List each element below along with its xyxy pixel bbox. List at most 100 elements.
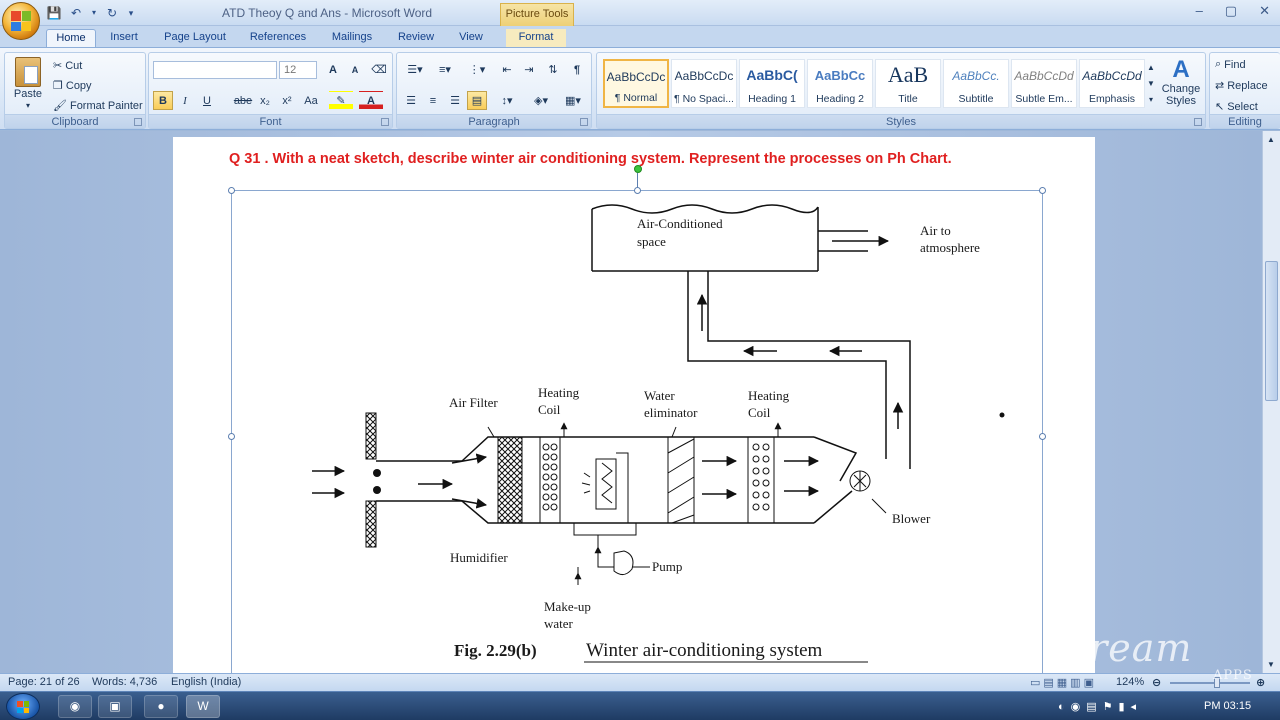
undo-icon[interactable]: ↶ bbox=[70, 6, 82, 20]
style-subtle-emphasis[interactable]: AaBbCcDd Subtle Em... bbox=[1011, 59, 1077, 108]
resize-handle-n[interactable] bbox=[634, 187, 641, 194]
maximize-button[interactable]: ▢ bbox=[1224, 3, 1238, 18]
windows-logo-icon bbox=[17, 701, 29, 713]
replace-button[interactable]: ⇄Replace bbox=[1215, 79, 1268, 93]
file-explorer-icon[interactable]: ▣ bbox=[98, 695, 132, 718]
view-buttons-icon[interactable]: ▭▤▦▥▣ bbox=[1030, 677, 1097, 689]
office-button[interactable] bbox=[2, 2, 40, 40]
word-count[interactable]: Words: 4,736 bbox=[92, 676, 158, 688]
sort-icon[interactable]: ⇅ bbox=[548, 64, 558, 76]
zoom-out-icon[interactable]: ⊖ bbox=[1152, 677, 1162, 689]
style-emphasis[interactable]: AaBbCcDd Emphasis bbox=[1079, 59, 1145, 108]
numbering-icon[interactable]: ≡▾ bbox=[439, 64, 451, 76]
style-heading-2[interactable]: AaBbCc Heading 2 bbox=[807, 59, 873, 108]
format-painter-button[interactable]: 🖌Format Painter bbox=[53, 99, 143, 113]
font-size-input[interactable]: 12 bbox=[279, 61, 317, 79]
subscript-button[interactable]: x₂ bbox=[260, 95, 270, 107]
selected-picture[interactable]: Air-Conditioned space Air to atmosphere bbox=[228, 165, 1046, 673]
increase-indent-icon[interactable]: ⇥ bbox=[524, 64, 534, 76]
scrollbar-thumb[interactable] bbox=[1265, 261, 1278, 401]
highlight-icon[interactable]: ✎ bbox=[329, 91, 353, 110]
shading-icon[interactable]: ◈▾ bbox=[534, 95, 548, 107]
decrease-indent-icon[interactable]: ⇤ bbox=[502, 64, 512, 76]
align-right-icon[interactable]: ☰ bbox=[450, 95, 460, 107]
zoom-slider[interactable] bbox=[1170, 682, 1250, 684]
save-icon[interactable]: 💾 bbox=[46, 6, 62, 20]
cut-button[interactable]: ✂Cut bbox=[53, 59, 83, 73]
dialog-launcher-icon[interactable] bbox=[580, 118, 588, 126]
minimize-button[interactable]: – bbox=[1195, 3, 1203, 18]
style-title[interactable]: AaB Title bbox=[875, 59, 941, 108]
resize-handle-e[interactable] bbox=[1039, 433, 1046, 440]
redo-icon[interactable]: ↻ bbox=[106, 6, 118, 20]
document-page[interactable]: Q 31 . With a neat sketch, describe wint… bbox=[173, 137, 1095, 673]
tab-references[interactable]: References bbox=[249, 31, 307, 43]
style-no-spacing[interactable]: AaBbCcDc ¶ No Spaci... bbox=[671, 59, 737, 108]
chrome-icon[interactable]: ◉ bbox=[58, 695, 92, 718]
customize-qat-icon[interactable]: ▾ bbox=[128, 8, 134, 18]
style-heading-1[interactable]: AaBbC( Heading 1 bbox=[739, 59, 805, 108]
style-subtitle[interactable]: AaBbCc. Subtitle bbox=[943, 59, 1009, 108]
dialog-launcher-icon[interactable] bbox=[381, 118, 389, 126]
line-spacing-icon[interactable]: ↕▾ bbox=[501, 95, 513, 107]
justify-icon[interactable]: ▤ bbox=[467, 91, 487, 110]
change-styles-button[interactable]: A Change Styles bbox=[1161, 56, 1201, 108]
tab-page-layout[interactable]: Page Layout bbox=[164, 31, 226, 43]
dialog-launcher-icon[interactable] bbox=[134, 118, 142, 126]
align-center-icon[interactable]: ≡ bbox=[429, 95, 437, 107]
select-button[interactable]: ↖Select bbox=[1215, 100, 1258, 114]
zoom-level[interactable]: 124% bbox=[1116, 676, 1145, 688]
tab-review[interactable]: Review bbox=[397, 31, 435, 43]
style-normal[interactable]: AaBbCcDc ¶ Normal bbox=[603, 59, 669, 108]
scroll-up-icon[interactable]: ▲ bbox=[1267, 135, 1275, 144]
taskbar-clock[interactable]: PM 03:15 bbox=[1204, 700, 1252, 712]
scroll-down-icon[interactable]: ▼ bbox=[1267, 660, 1275, 669]
tab-home[interactable]: Home bbox=[46, 29, 96, 48]
borders-icon[interactable]: ▦▾ bbox=[565, 95, 581, 107]
start-button[interactable] bbox=[6, 693, 40, 720]
resize-handle-w[interactable] bbox=[228, 433, 235, 440]
word-icon[interactable]: W bbox=[186, 695, 220, 718]
bullets-icon[interactable]: ☰▾ bbox=[407, 64, 423, 76]
rotate-handle[interactable] bbox=[634, 165, 642, 173]
tab-mailings[interactable]: Mailings bbox=[331, 31, 373, 43]
change-case-button[interactable]: Aa bbox=[304, 95, 318, 107]
zoom-slider-thumb[interactable] bbox=[1214, 677, 1220, 688]
clear-formatting-icon[interactable]: ⌫ bbox=[371, 64, 387, 76]
copy-button[interactable]: ❐Copy bbox=[53, 79, 92, 93]
find-button[interactable]: ⌕Find bbox=[1215, 58, 1246, 71]
font-name-input[interactable] bbox=[153, 61, 277, 79]
tab-format[interactable]: Format bbox=[506, 29, 566, 48]
window-title: ATD Theoy Q and Ans - Microsoft Word bbox=[222, 6, 433, 20]
resize-handle-nw[interactable] bbox=[228, 187, 235, 194]
editing-group-label: Editing bbox=[1210, 114, 1280, 128]
resize-handle-ne[interactable] bbox=[1039, 187, 1046, 194]
tab-insert[interactable]: Insert bbox=[110, 31, 138, 43]
heating-coil-1 bbox=[539, 436, 561, 524]
undo-dropdown-icon[interactable]: ▾ bbox=[91, 8, 96, 17]
show-formatting-button[interactable]: ¶ bbox=[573, 64, 581, 76]
multilevel-list-icon[interactable]: ⋮▾ bbox=[468, 64, 486, 76]
dialog-launcher-icon[interactable] bbox=[1194, 118, 1202, 126]
close-button[interactable]: ✕ bbox=[1259, 3, 1270, 18]
shrink-font-button[interactable]: A bbox=[351, 65, 359, 75]
language-indicator[interactable]: English (India) bbox=[171, 676, 242, 688]
italic-button[interactable]: I bbox=[183, 95, 187, 107]
vertical-scrollbar[interactable]: ▲ ▼ bbox=[1262, 131, 1280, 673]
label-blower: Blower bbox=[892, 511, 931, 526]
superscript-button[interactable]: x² bbox=[282, 95, 292, 107]
styles-scroll-icon[interactable]: ▲▼▾ bbox=[1147, 63, 1155, 104]
recorder-icon[interactable]: ● bbox=[144, 695, 178, 718]
bold-button[interactable]: B bbox=[153, 91, 173, 110]
strikethrough-button[interactable]: abe bbox=[233, 95, 253, 107]
underline-button[interactable]: U bbox=[203, 95, 211, 107]
paste-button[interactable]: Paste ▾ bbox=[9, 57, 47, 115]
system-tray-icons[interactable]: ◐◉▤⚑▮◂ bbox=[1058, 701, 1143, 713]
tab-view[interactable]: View bbox=[459, 31, 483, 43]
ribbon-tabs: Home Insert Page Layout References Maili… bbox=[0, 26, 1280, 48]
page-count[interactable]: Page: 21 of 26 bbox=[8, 676, 80, 688]
align-left-icon[interactable]: ☰ bbox=[406, 95, 416, 107]
grow-font-button[interactable]: A bbox=[329, 64, 337, 76]
font-color-icon[interactable]: A bbox=[359, 91, 383, 110]
zoom-in-icon[interactable]: ⊕ bbox=[1256, 677, 1266, 689]
